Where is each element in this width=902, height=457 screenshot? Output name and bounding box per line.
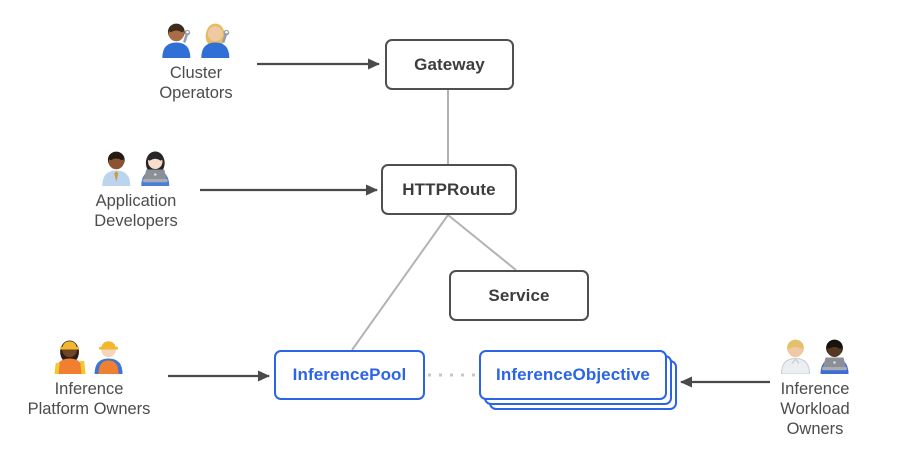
persona-inference-workload-owners: Inference Workload Owners [772, 336, 859, 439]
node-gateway: Gateway [385, 39, 514, 90]
person-technologist-icon [820, 339, 849, 374]
man-construction-worker-icon [94, 341, 123, 374]
man-office-worker-icon [102, 151, 131, 186]
persona-application-developers: Application Developers [94, 148, 178, 231]
cluster-operators-label: Cluster Operators [159, 64, 233, 102]
platform-owners-icons [53, 336, 126, 374]
workload-owners-icons [779, 336, 852, 374]
woman-construction-worker-icon [54, 340, 86, 374]
persona-cluster-operators: Cluster Operators [159, 20, 233, 103]
cluster-operators-icons [160, 20, 233, 58]
node-service-label: Service [488, 285, 550, 305]
woman-technologist-icon [141, 151, 170, 186]
node-inferencepool: InferencePool [274, 350, 425, 400]
node-inferencepool-label: InferencePool [292, 365, 407, 384]
woman-mechanic-icon [201, 23, 230, 58]
inference-platform-owners-label: Inference Platform Owners [27, 380, 151, 418]
connector-httproute-service [447, 214, 517, 271]
node-httproute-label: HTTPRoute [402, 179, 496, 199]
node-gateway-label: Gateway [414, 54, 485, 74]
node-httproute: HTTPRoute [381, 164, 517, 215]
person-scientist-icon [780, 339, 811, 374]
connector-httproute-inferencepool [351, 214, 449, 351]
node-inferenceobjective-label: InferenceObjective [496, 365, 650, 384]
node-inferenceobjective: InferenceObjective [479, 350, 667, 400]
application-developers-icons [100, 148, 173, 186]
application-developers-label: Application Developers [94, 192, 178, 230]
node-service: Service [449, 270, 589, 321]
man-mechanic-icon [162, 23, 191, 58]
inference-workload-owners-label: Inference Workload Owners [780, 380, 850, 438]
persona-inference-platform-owners: Inference Platform Owners [27, 336, 151, 419]
